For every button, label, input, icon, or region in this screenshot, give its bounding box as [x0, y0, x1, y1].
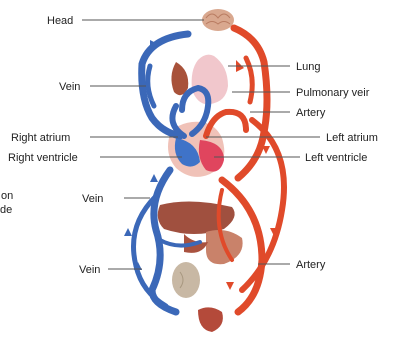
label-left-atrium: Left atrium	[326, 132, 378, 144]
label-partial-1: on	[1, 190, 13, 202]
liver	[158, 201, 235, 234]
leg-tissue	[198, 307, 223, 332]
label-artery-top: Artery	[296, 107, 326, 119]
label-right-ventricle: Right ventricle	[8, 152, 78, 164]
lung-left	[171, 62, 188, 95]
label-head: Head	[47, 15, 73, 27]
label-lung: Lung	[296, 61, 320, 73]
label-pulmonary-vein: Pulmonary veir	[296, 87, 370, 99]
label-right-atrium: Right atrium	[11, 132, 70, 144]
brain	[202, 9, 234, 31]
label-partial-2: de	[0, 204, 12, 216]
label-vein-mid: Vein	[82, 193, 103, 205]
label-vein-bottom: Vein	[79, 264, 100, 276]
label-vein-top: Vein	[59, 81, 80, 93]
label-left-ventricle: Left ventricle	[305, 152, 367, 164]
label-artery-bottom: Artery	[296, 259, 326, 271]
kidney	[172, 262, 200, 298]
